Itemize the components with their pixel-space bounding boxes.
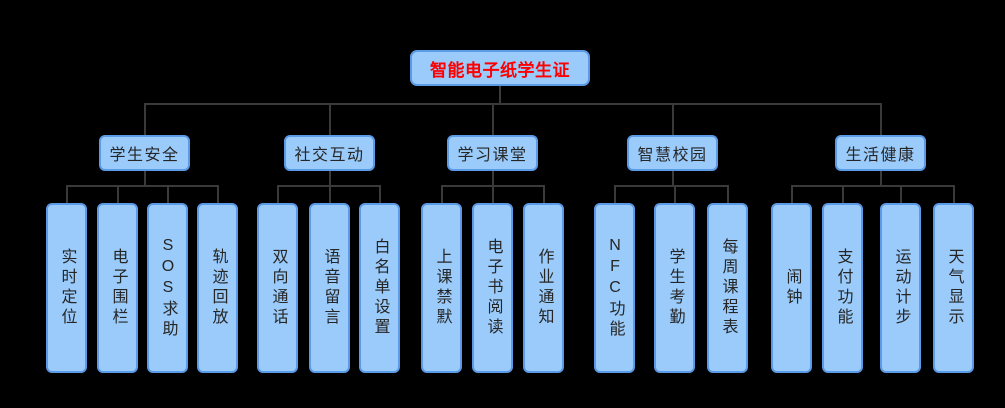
leaf-node-label: 白名单设置 — [371, 238, 389, 338]
leaf-node-realtime-location[interactable]: 实时定位 — [46, 203, 87, 373]
connector-stem-branch-4 — [672, 170, 674, 186]
leaf-node-sos[interactable]: SOS求助 — [147, 203, 188, 373]
connector-drop-leaf-2-3 — [379, 185, 381, 203]
leaf-node-label: 天气显示 — [945, 248, 963, 328]
leaf-node-alarm-clock[interactable]: 闹钟 — [771, 203, 812, 373]
branch-node-label: 生活健康 — [845, 147, 916, 164]
connector-stem-branch-5 — [880, 170, 882, 186]
connector-stem-branch-2 — [329, 170, 331, 186]
connector-drop-leaf-5-4 — [953, 185, 955, 203]
leaf-node-track-playback[interactable]: 轨迹回放 — [197, 203, 238, 373]
connector-bus-branch-5 — [791, 185, 953, 187]
leaf-node-ebook-reading[interactable]: 电子书阅读 — [472, 203, 513, 373]
leaf-node-label: 双向通话 — [269, 248, 287, 328]
leaf-node-homework-notice[interactable]: 作业通知 — [523, 203, 564, 373]
root-node[interactable]: 智能电子纸学生证 — [410, 50, 590, 86]
connector-drop-leaf-2-2 — [329, 185, 331, 203]
connector-drop-branch-5 — [880, 103, 882, 136]
leaf-node-label: 作业通知 — [535, 248, 553, 328]
connector-drop-leaf-5-3 — [900, 185, 902, 203]
connector-drop-leaf-5-1 — [791, 185, 793, 203]
leaf-node-label: 电子围栏 — [109, 248, 127, 328]
branch-node-label: 智慧校园 — [637, 147, 708, 164]
leaf-node-label: 实时定位 — [58, 248, 76, 328]
connector-drop-branch-3 — [492, 103, 494, 136]
connector-root-stem — [499, 85, 501, 104]
branch-node-life-health[interactable]: 生活健康 — [835, 135, 926, 171]
leaf-node-voice-message[interactable]: 语音留言 — [309, 203, 350, 373]
connector-drop-branch-2 — [329, 103, 331, 136]
leaf-node-weekly-schedule[interactable]: 每周课程表 — [707, 203, 748, 373]
leaf-node-nfc[interactable]: NFC功能 — [594, 203, 635, 373]
connector-drop-branch-4 — [672, 103, 674, 136]
branch-node-label: 社交互动 — [294, 147, 365, 164]
connector-drop-leaf-4-3 — [727, 185, 729, 203]
branch-node-label: 学习课堂 — [457, 147, 528, 164]
leaf-node-label: 语音留言 — [321, 248, 339, 328]
connector-bus-branch-4 — [614, 185, 728, 187]
connector-drop-leaf-1-1 — [66, 185, 68, 203]
branch-node-study-class[interactable]: 学习课堂 — [447, 135, 538, 171]
connector-drop-leaf-1-4 — [217, 185, 219, 203]
leaf-node-label: SOS求助 — [159, 236, 177, 340]
leaf-node-geofence[interactable]: 电子围栏 — [97, 203, 138, 373]
leaf-node-two-way-call[interactable]: 双向通话 — [257, 203, 298, 373]
connector-level2-bus — [144, 103, 881, 105]
leaf-node-label: NFC功能 — [606, 236, 624, 340]
branch-node-smart-campus[interactable]: 智慧校园 — [627, 135, 718, 171]
leaf-node-label: 学生考勤 — [666, 248, 684, 328]
leaf-node-class-silent-mode[interactable]: 上课禁默 — [421, 203, 462, 373]
connector-bus-branch-1 — [66, 185, 218, 187]
connector-bus-branch-2 — [277, 185, 380, 187]
root-node-label: 智能电子纸学生证 — [430, 60, 570, 80]
connector-drop-leaf-3-3 — [543, 185, 545, 203]
connector-stem-branch-1 — [144, 170, 146, 186]
leaf-node-label: 运动计步 — [892, 248, 910, 328]
connector-stem-branch-3 — [492, 170, 494, 186]
leaf-node-attendance[interactable]: 学生考勤 — [654, 203, 695, 373]
connector-drop-leaf-4-2 — [674, 185, 676, 203]
connector-drop-leaf-4-1 — [614, 185, 616, 203]
connector-drop-leaf-5-2 — [842, 185, 844, 203]
leaf-node-label: 轨迹回放 — [209, 248, 227, 328]
branch-node-label: 学生安全 — [109, 147, 180, 164]
leaf-node-weather-display[interactable]: 天气显示 — [933, 203, 974, 373]
connector-drop-leaf-3-2 — [492, 185, 494, 203]
leaf-node-whitelist-settings[interactable]: 白名单设置 — [359, 203, 400, 373]
branch-node-student-safety[interactable]: 学生安全 — [99, 135, 190, 171]
leaf-node-label: 上课禁默 — [433, 248, 451, 328]
leaf-node-step-counter[interactable]: 运动计步 — [880, 203, 921, 373]
connector-drop-branch-1 — [144, 103, 146, 136]
leaf-node-label: 支付功能 — [834, 248, 852, 328]
connector-drop-leaf-2-1 — [277, 185, 279, 203]
leaf-node-payment[interactable]: 支付功能 — [822, 203, 863, 373]
branch-node-social-interaction[interactable]: 社交互动 — [284, 135, 375, 171]
connector-drop-leaf-1-2 — [117, 185, 119, 203]
leaf-node-label: 闹钟 — [783, 268, 801, 308]
leaf-node-label: 电子书阅读 — [484, 238, 502, 338]
connector-drop-leaf-3-1 — [441, 185, 443, 203]
connector-drop-leaf-1-3 — [167, 185, 169, 203]
leaf-node-label: 每周课程表 — [719, 238, 737, 338]
